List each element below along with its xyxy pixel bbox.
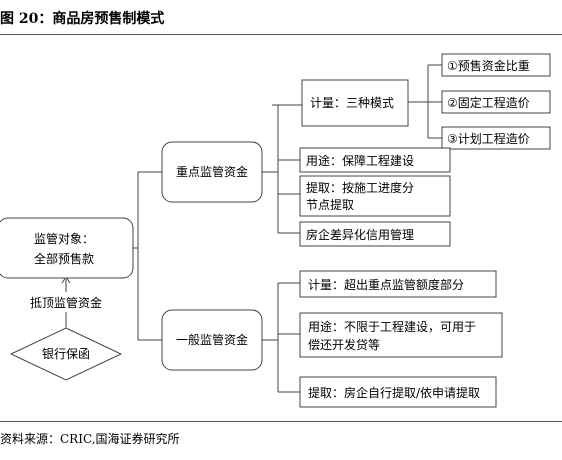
- withdraw-progress-line-1: 提取：按施工进度分: [306, 180, 414, 195]
- key-fund-label: 重点监管资金: [176, 164, 248, 179]
- use-construction-box: [299, 147, 451, 173]
- source-note: 资料来源：CRIC,国海证券研究所: [0, 432, 180, 446]
- use-unlimited-box: [299, 312, 503, 358]
- figure-title: 图 20：商品房预售制模式: [0, 11, 165, 27]
- use-unlimited-line-2: 偿还开发贷等: [308, 337, 380, 352]
- use-unlimited-line-1: 用途：不限于工程建设，可用于: [308, 319, 476, 334]
- supervision-object-box: [0, 217, 134, 279]
- credit-management-box: [299, 221, 451, 247]
- measure-three-box: [301, 79, 409, 127]
- supervision-object-line-1: 监管对象：: [34, 231, 94, 246]
- mode-2-box: [441, 90, 551, 114]
- measure-excess-label: 计量：超出重点监管额度部分: [308, 277, 464, 292]
- connector-lines: [61, 64, 442, 393]
- withdraw-self-box: [299, 376, 497, 408]
- measure-three-label: 计量：三种模式: [310, 96, 394, 110]
- mode-3-label: ③计划工程造价: [447, 131, 530, 146]
- credit-management-label: 房企差异化信用管理: [306, 227, 414, 242]
- mode-3-box: [441, 126, 551, 150]
- withdraw-progress-line-2: 节点提取: [306, 197, 354, 212]
- mode-1-label: ①预售资金比重: [447, 58, 530, 73]
- general-fund-label: 一般监管资金: [176, 332, 248, 347]
- bank-guarantee-label: 银行保函: [42, 347, 90, 361]
- supervision-object-line-2: 全部预售款: [34, 251, 94, 266]
- bank-guarantee-diamond: [9, 327, 123, 381]
- title-divider: [0, 34, 562, 35]
- use-construction-label: 用途：保障工程建设: [306, 153, 414, 168]
- mode-1-box: [441, 53, 551, 77]
- measure-excess-box: [299, 270, 497, 298]
- key-fund-box: [161, 141, 263, 203]
- general-fund-box: [161, 309, 263, 371]
- withdraw-progress-box: [299, 175, 451, 217]
- mode-2-label: ②固定工程造价: [447, 95, 530, 110]
- floor-fund-label: 抵顶监管资金: [30, 295, 102, 310]
- withdraw-self-label: 提取：房企自行提取/依申请提取: [308, 385, 480, 400]
- footer-divider: [0, 421, 562, 422]
